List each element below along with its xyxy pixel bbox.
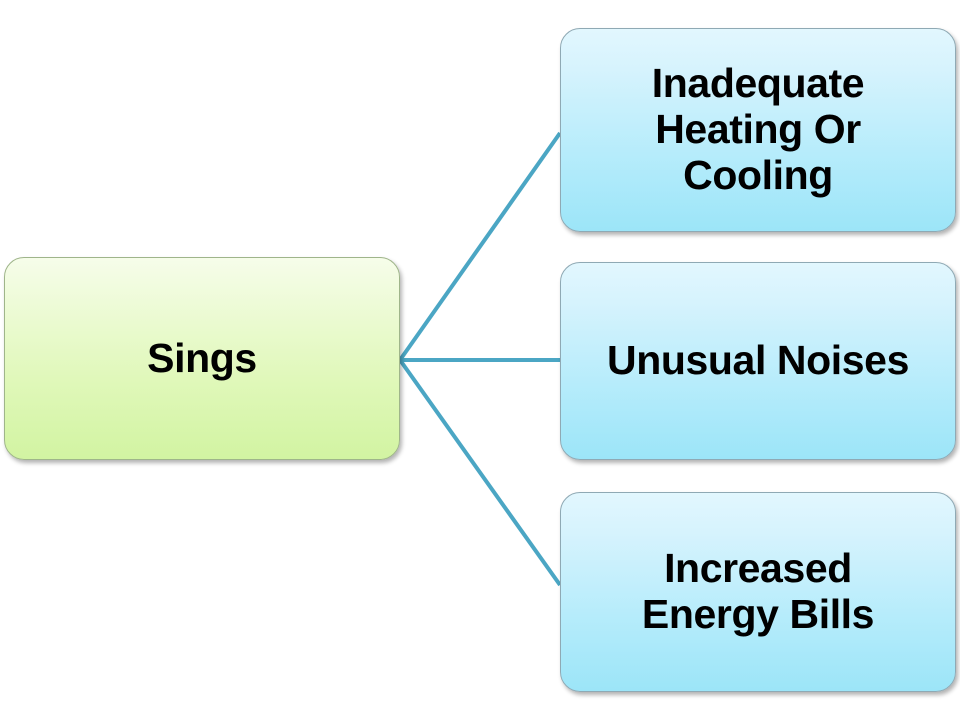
root-node-sings[interactable]: Sings — [4, 257, 400, 460]
branch-node-unusual-noises[interactable]: Unusual Noises — [560, 262, 956, 460]
branch-node-label: Increased Energy Bills — [641, 545, 875, 637]
branch-node-label: Unusual Noises — [607, 337, 909, 384]
branch-node-inadequate-heating-or-cooling[interactable]: Inadequate Heating Or Cooling — [560, 28, 956, 232]
root-node-label: Sings — [147, 334, 257, 381]
branch-node-increased-energy-bills[interactable]: Increased Energy Bills — [560, 492, 956, 692]
connector-line-root-to-inadequate-heating-or-cooling — [398, 131, 562, 362]
branch-node-label: Inadequate Heating Or Cooling — [651, 60, 865, 198]
connector-line-root-to-increased-energy-bills — [398, 358, 562, 587]
